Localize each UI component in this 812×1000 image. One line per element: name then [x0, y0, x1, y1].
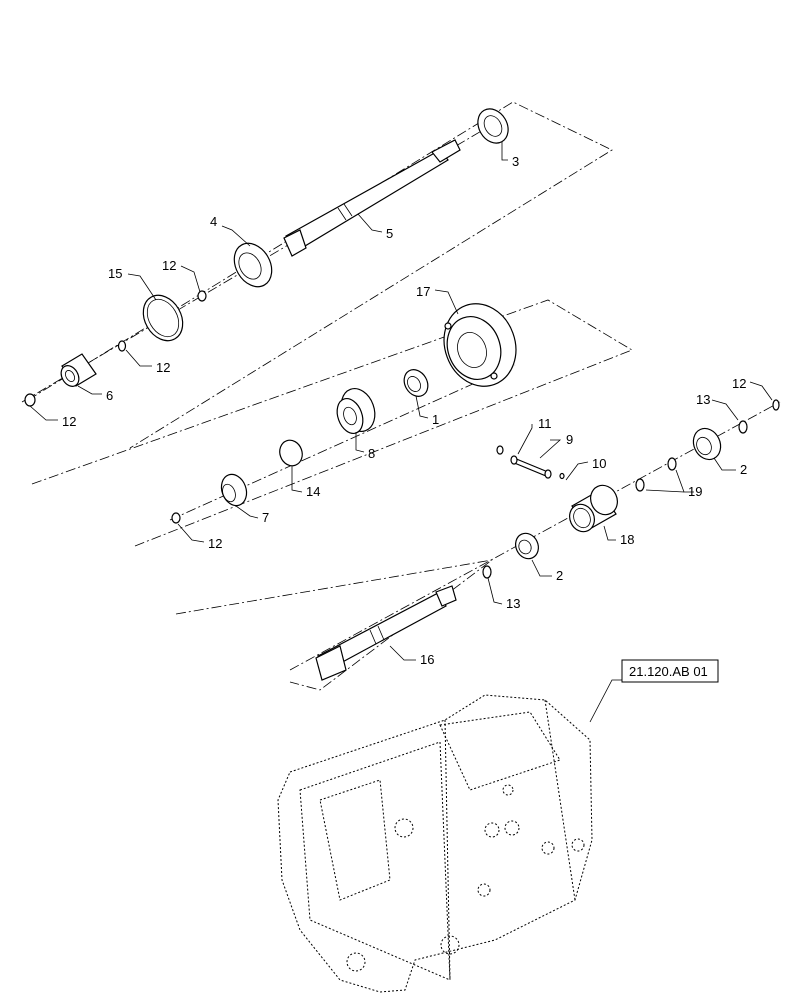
callout-3: 3	[512, 154, 519, 169]
pin-part-9	[510, 455, 552, 479]
gear-part-8	[336, 388, 376, 435]
lower-axis	[289, 401, 781, 671]
callout-12-c: 12	[62, 414, 76, 429]
callout-6: 6	[106, 388, 113, 403]
input-shaft-part-5	[283, 139, 461, 257]
snap-ring-part-12b	[117, 340, 127, 352]
callout-13-a: 13	[696, 392, 710, 407]
callout-13-b: 13	[506, 596, 520, 611]
reference-box[interactable]: 21.120.AB 01	[621, 659, 719, 683]
callout-11: 11	[538, 416, 552, 431]
bushing-part-6	[60, 353, 97, 387]
callout-16: 16	[420, 652, 434, 667]
callout-12-e: 12	[732, 376, 746, 391]
reference-label[interactable]: 21.120.AB 01	[629, 664, 708, 679]
bearing-part-2b	[515, 532, 539, 560]
callout-2-b: 2	[556, 568, 563, 583]
ball-part-10	[559, 472, 565, 480]
snap-ring-part-12e	[772, 399, 780, 411]
callout-12-a: 12	[162, 258, 176, 273]
middle-assembly-boundary	[31, 299, 633, 547]
callout-4: 4	[210, 214, 217, 229]
callout-17: 17	[416, 284, 430, 299]
bearing-part-1	[403, 369, 429, 397]
snap-ring-part-12	[197, 290, 207, 302]
gear-part-7	[220, 473, 248, 507]
ring-part-13	[738, 420, 748, 434]
bearing-part-2	[692, 427, 722, 461]
spacer-ring-part-15	[142, 294, 184, 342]
callout-10: 10	[592, 456, 606, 471]
leader-lines	[29, 142, 773, 723]
bearing-part-4	[233, 242, 273, 288]
callout-18: 18	[620, 532, 634, 547]
callout-12-d: 12	[208, 536, 222, 551]
housing-part-17	[443, 303, 517, 387]
callout-7: 7	[262, 510, 269, 525]
callout-15: 15	[108, 266, 122, 281]
middle-axis	[169, 364, 516, 521]
ring-part-14	[279, 439, 303, 467]
snap-ring-part-12d	[171, 512, 181, 524]
output-shaft-part-16	[315, 585, 457, 681]
upper-assembly-boundary	[27, 101, 613, 449]
callout-14: 14	[306, 484, 320, 499]
callout-9: 9	[566, 432, 573, 447]
callout-1: 1	[432, 412, 439, 427]
ring-part-19b	[635, 478, 645, 492]
transmission-housing	[277, 694, 593, 993]
ring-part-13b	[482, 565, 492, 579]
ring-part-19a	[667, 457, 677, 471]
bearing-part-3	[477, 108, 509, 144]
callout-8: 8	[368, 446, 375, 461]
sleeve-part-18	[569, 484, 618, 533]
callout-12-b: 12	[156, 360, 170, 375]
callout-2-a: 2	[740, 462, 747, 477]
snap-ring-part-12c	[24, 393, 36, 407]
clip-part-11	[496, 445, 504, 455]
callout-19: 19	[688, 484, 702, 499]
callout-5: 5	[386, 226, 393, 241]
